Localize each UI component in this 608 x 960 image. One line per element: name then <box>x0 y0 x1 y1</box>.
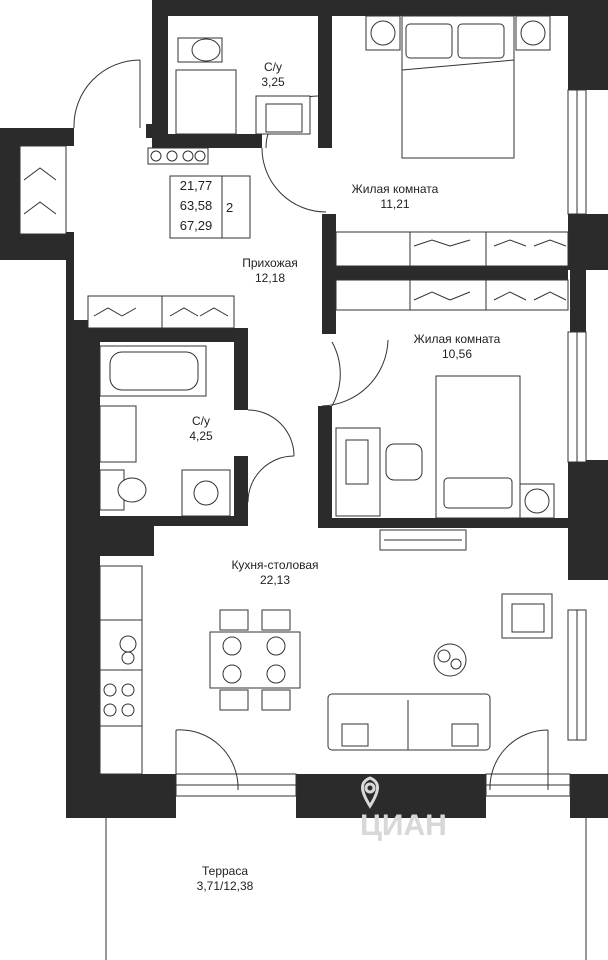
room-name: С/у <box>264 60 282 74</box>
room-name: Прихожая <box>242 256 298 270</box>
desk-icon <box>335 427 381 517</box>
room-area: 3,71/12,38 <box>196 879 254 893</box>
sink-icon <box>99 405 137 463</box>
washing-machine-icon <box>181 469 231 517</box>
sofa-icon <box>327 693 491 751</box>
bed-icon <box>435 375 521 519</box>
furniture <box>19 15 569 775</box>
windows <box>175 89 587 797</box>
wardrobe-icon <box>335 279 569 311</box>
entrance-closet-icon <box>19 145 67 235</box>
total-area: 63,58 <box>179 198 213 213</box>
room-label-bedroom2: Жилая комната 10,56 <box>392 332 522 362</box>
toilet-icon <box>177 37 223 63</box>
chair-icon <box>385 443 423 481</box>
room-area: 3,25 <box>261 75 285 89</box>
room-area: 10,56 <box>441 347 473 361</box>
map-pin-icon <box>361 776 379 809</box>
rooms-count: 2 <box>226 200 234 215</box>
armchair-icon <box>501 593 553 639</box>
doors <box>73 59 549 791</box>
bed-icon <box>401 15 515 159</box>
shower-icon <box>175 69 237 135</box>
wardrobe-icon <box>335 231 569 267</box>
area-summary-frame <box>169 175 251 239</box>
terrace <box>105 818 587 960</box>
wardrobe-icon <box>87 295 235 329</box>
living-area: 21,77 <box>179 178 213 193</box>
room-area: 12,18 <box>254 271 286 285</box>
sink-icon <box>255 95 311 135</box>
room-name: Жилая комната <box>413 332 501 346</box>
room-area: 11,21 <box>380 197 410 211</box>
room-label-kitchen: Кухня-столовая 22,13 <box>210 558 340 588</box>
tv-icon <box>379 529 467 551</box>
watermark <box>361 776 379 809</box>
bathtub-icon <box>99 345 207 397</box>
coffee-table-icon <box>433 643 467 677</box>
room-name: С/у <box>192 414 210 428</box>
walls <box>0 0 608 818</box>
room-area: 4,25 <box>189 429 213 443</box>
room-label-bath2: С/у 4,25 <box>176 414 226 444</box>
nightstand-icon <box>365 15 551 51</box>
room-label-terrace: Терраса 3,71/12,38 <box>170 864 280 894</box>
shoe-rack-icon <box>147 147 209 165</box>
kitchen-counter-icon <box>99 565 143 775</box>
room-label-hall: Прихожая 12,18 <box>230 256 310 286</box>
nightstand-icon <box>519 483 555 519</box>
total-area-with-terrace: 67,29 <box>179 218 213 233</box>
room-name: Терраса <box>201 864 249 878</box>
room-area: 22,13 <box>259 573 291 587</box>
watermark-text: ЦИАН <box>360 809 447 842</box>
area-summary: 21,77 63,58 67,29 <box>170 176 222 238</box>
room-name: Кухня-столовая <box>231 558 319 572</box>
dining-table-icon <box>209 609 301 711</box>
toilet-icon <box>99 469 147 511</box>
room-name: Жилая комната <box>351 182 439 196</box>
room-label-bedroom1: Жилая комната 11,21 <box>330 182 460 212</box>
room-label-bath1: С/у 3,25 <box>248 60 298 90</box>
